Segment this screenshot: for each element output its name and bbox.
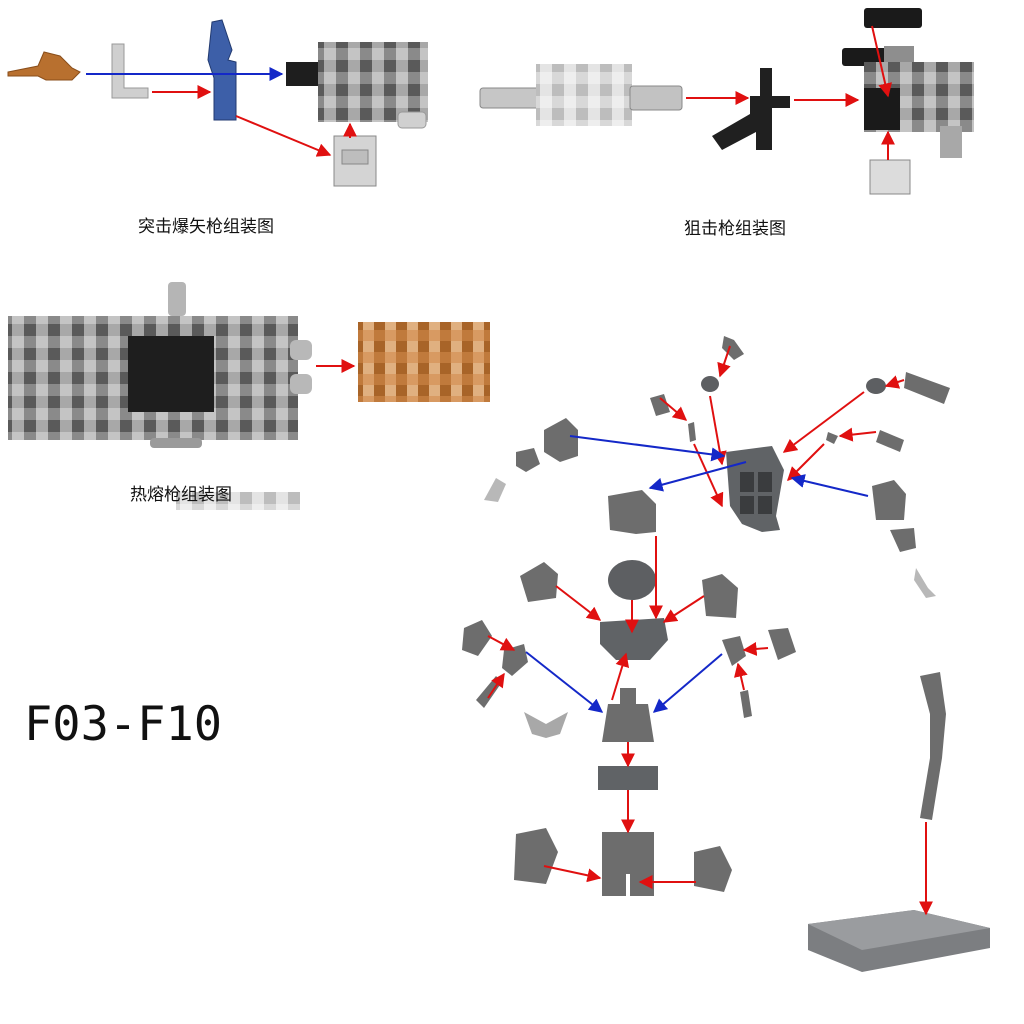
bolter-barrel-part <box>286 62 324 86</box>
arrow-red-7 <box>838 427 877 442</box>
blue-grip-part <box>207 19 237 121</box>
bronze-hand-part <box>7 51 81 81</box>
flight-stand-rod <box>920 672 946 820</box>
forearm-left <box>502 644 528 676</box>
wing-emblem <box>524 712 568 738</box>
shoulder-pad-right-top <box>872 480 906 520</box>
arrow-red-grip-to-magazine <box>235 115 332 157</box>
sniper-magazine <box>869 159 911 195</box>
shoulder-pad-left <box>520 562 558 602</box>
backpack-vent-3 <box>740 496 754 514</box>
backpack-vent-2 <box>758 472 772 492</box>
arrow-red-8 <box>787 443 825 481</box>
arrow-red-torso-up <box>611 652 630 701</box>
flight-stand-base-top <box>808 910 990 950</box>
caption-melta-gun: 热熔枪组装图 <box>130 485 232 505</box>
arrow-blue-forearm-left <box>525 651 604 713</box>
leg-armor-left <box>514 828 558 884</box>
arrow-red-hand-left <box>487 672 505 699</box>
melta-top-nub <box>168 282 186 316</box>
sniper-barrel-tip <box>479 87 541 109</box>
magazine-detail <box>341 149 369 165</box>
arrow-red-4 <box>693 443 724 508</box>
sniper-receiver-part <box>712 68 790 150</box>
hand-right <box>740 690 752 718</box>
minifig-torso <box>602 688 654 742</box>
sniper-scope <box>864 8 922 28</box>
shoulder-pad-right <box>702 574 738 618</box>
antenna-part <box>722 336 744 360</box>
exhaust-left <box>650 394 670 416</box>
small-knob-part <box>701 376 719 392</box>
head-part <box>608 560 656 600</box>
arrow-red-scope-down <box>871 25 893 98</box>
arrow-blue-pad-left-to-backpack <box>569 435 726 462</box>
arrow-blue-pad-right-to-backpack <box>790 474 869 497</box>
upper-arm-left <box>462 620 492 656</box>
melta-nozzle-top <box>290 340 312 360</box>
forearm-right <box>722 636 746 666</box>
melta-nozzle-bottom <box>290 374 312 394</box>
backpack-vent-1 <box>740 472 754 492</box>
bolter-body-blurred <box>318 42 428 122</box>
leg-armor-right <box>694 846 732 892</box>
torso-armor-part <box>600 618 668 660</box>
sniper-grip <box>940 126 962 158</box>
arrow-blue-backpack-to-hood <box>648 461 747 492</box>
figure-assembly <box>462 336 990 972</box>
assault-bolter-assembly <box>7 19 428 187</box>
arrow-red-legarmor-left <box>543 865 602 883</box>
small-hand-right <box>890 528 916 552</box>
exhaust-right <box>904 372 950 404</box>
blue-assembly-arrows <box>525 435 869 713</box>
melta-gun-assembly <box>8 282 490 510</box>
sniper-body-dark <box>864 88 900 130</box>
melta-core-dark <box>128 336 214 412</box>
arrow-red-pad-right <box>662 595 705 623</box>
stock-part <box>111 43 149 99</box>
sniper-barrel-blurred <box>536 64 632 126</box>
arrow-red-1 <box>717 345 731 378</box>
minifig-hips <box>598 766 658 790</box>
feather-right <box>914 568 936 598</box>
shoulder-pad-left-top <box>544 418 578 462</box>
sniper-barrel-thread <box>629 85 683 111</box>
arrow-red-5 <box>884 375 905 389</box>
feather-left <box>484 478 506 502</box>
hood-part <box>608 490 656 534</box>
arrow-red-6 <box>782 391 865 453</box>
arrow-red-pad-left <box>555 585 602 621</box>
arrow-red-upperarm-right <box>742 641 769 656</box>
upper-arm-right <box>768 628 796 660</box>
arrow-red-3 <box>659 397 688 421</box>
bolter-tail <box>397 111 427 129</box>
small-pin-right <box>826 432 838 444</box>
minifig-legs <box>602 832 654 896</box>
backpack-part <box>726 446 784 532</box>
exhaust-pin-left <box>688 422 696 442</box>
exhaust-right-2 <box>876 430 904 452</box>
caption-assault-bolter: 突击爆矢枪组装图 <box>138 217 274 237</box>
hand-left <box>476 676 502 708</box>
melta-bottom-gear <box>150 438 202 448</box>
caption-blur-mask <box>176 492 300 510</box>
bronze-melta-head <box>358 322 490 402</box>
backpack-vent-4 <box>758 496 772 514</box>
arrow-red-hand-right <box>734 662 748 691</box>
sniper-rifle-assembly <box>479 8 974 195</box>
caption-sniper-rifle: 狙击枪组装图 <box>684 219 786 239</box>
small-hand-left <box>516 448 540 472</box>
arrow-red-upperarm-left <box>487 635 516 651</box>
arrow-blue-forearm-right <box>652 653 723 713</box>
model-code: F03-F10 <box>24 697 222 752</box>
red-assembly-arrows <box>487 345 933 916</box>
right-knob-part <box>866 378 886 394</box>
